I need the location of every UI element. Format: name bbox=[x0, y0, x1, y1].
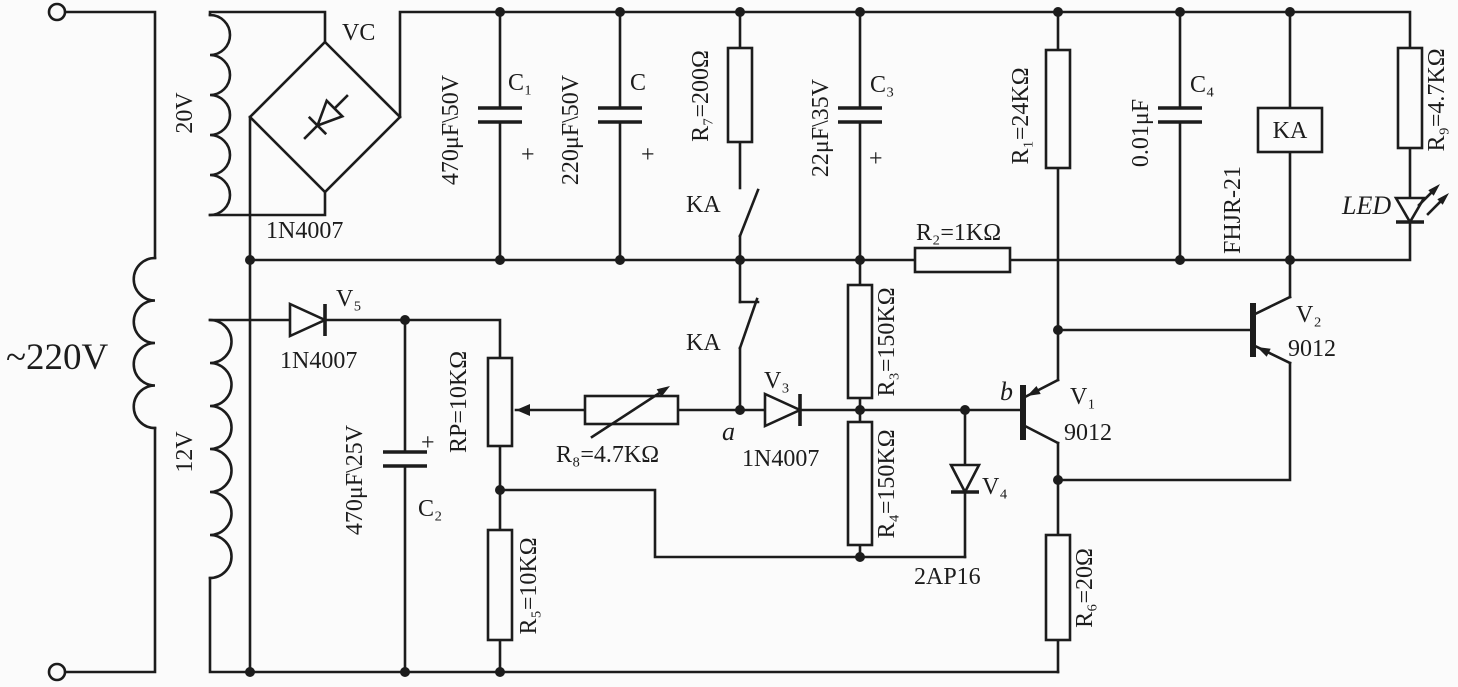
label-c2-name: C₂ bbox=[418, 496, 442, 522]
label-v4-name: V₄ bbox=[982, 474, 1008, 500]
label-c-value: 220μF\50V bbox=[558, 74, 584, 185]
diode-v4 bbox=[948, 463, 982, 495]
transistor-v2 bbox=[1250, 295, 1292, 365]
diode-v5 bbox=[288, 301, 329, 339]
capacitor-c bbox=[598, 106, 642, 124]
label-rp-value: RP=10KΩ bbox=[446, 351, 472, 453]
resistor-r5 bbox=[486, 528, 514, 642]
potentiometer-rp bbox=[486, 356, 530, 448]
label-v4-part: 2AP16 bbox=[914, 564, 981, 590]
label-ac-input: ~220V bbox=[6, 337, 109, 378]
diode-v3 bbox=[763, 391, 804, 429]
label-led: LED bbox=[1341, 191, 1391, 220]
label-c2-polarity: + bbox=[421, 430, 435, 456]
label-v3-part: 1N4007 bbox=[742, 446, 819, 472]
transformer-secondary-12v-coil bbox=[208, 318, 233, 580]
transformer-secondary-20v-coil bbox=[208, 13, 232, 217]
labels: ~220V 20V 12V VC 1N4007 C₁ 470μF\50V + C… bbox=[6, 20, 1450, 635]
relay-contact-nc bbox=[738, 297, 760, 350]
label-v1-name: V₁ bbox=[1070, 384, 1096, 410]
resistor-r4 bbox=[846, 420, 874, 547]
capacitor-c4 bbox=[1158, 106, 1202, 124]
junction-dots bbox=[245, 7, 1295, 677]
label-relay-part: FHJR-21 bbox=[1220, 166, 1246, 254]
label-bridge-name: VC bbox=[342, 20, 375, 46]
label-c4-value: 0.01μF bbox=[1128, 99, 1154, 167]
label-v2-part: 9012 bbox=[1288, 336, 1336, 362]
label-v5-part: 1N4007 bbox=[280, 348, 357, 374]
capacitor-c2 bbox=[383, 450, 427, 468]
resistor-r2 bbox=[913, 246, 1012, 274]
label-v3-name: V₃ bbox=[764, 368, 790, 394]
label-c3-value: 22μF\35V bbox=[808, 78, 834, 177]
label-node-a: a bbox=[722, 417, 735, 446]
label-v1-base: b bbox=[1000, 377, 1013, 406]
rheostat-r8 bbox=[583, 386, 680, 439]
label-r3-value: R₃=150KΩ bbox=[874, 287, 900, 396]
label-v2-name: V₂ bbox=[1296, 302, 1322, 328]
relay-contact-no bbox=[738, 188, 760, 238]
capacitor-c3 bbox=[838, 106, 882, 124]
label-winding-20v: 20V bbox=[172, 92, 198, 134]
resistor-r9 bbox=[1396, 46, 1424, 150]
label-r7-value: R₇=200Ω bbox=[688, 50, 714, 142]
label-c3-polarity: + bbox=[869, 146, 883, 172]
label-r8-value: R₈=4.7KΩ bbox=[556, 442, 659, 468]
label-c-polarity: + bbox=[641, 142, 655, 168]
resistor-r1 bbox=[1044, 48, 1072, 170]
wires bbox=[63, 10, 1412, 674]
label-relay-coil: KA bbox=[1273, 118, 1308, 144]
label-winding-12v: 12V bbox=[172, 431, 198, 473]
label-r5-value: R₅=10KΩ bbox=[516, 537, 542, 634]
transformer-primary-coil bbox=[132, 256, 157, 430]
label-c-name: C bbox=[630, 70, 646, 96]
relay-coil-ka bbox=[1256, 106, 1324, 154]
transistor-v1 bbox=[1020, 378, 1060, 445]
led bbox=[1393, 184, 1449, 225]
label-contact-upper: KA bbox=[686, 192, 721, 218]
label-r9-value: R₉=4.7KΩ bbox=[1424, 48, 1450, 151]
bridge-rectifier bbox=[248, 40, 402, 194]
label-r6-value: R₆=20Ω bbox=[1072, 548, 1098, 628]
label-c2-value: 470μF\25V bbox=[342, 424, 368, 535]
label-bridge-part: 1N4007 bbox=[266, 218, 343, 244]
capacitor-c1 bbox=[478, 106, 522, 124]
label-v1-part: 9012 bbox=[1064, 420, 1112, 446]
label-r2-value: R₂=1KΩ bbox=[916, 220, 1001, 246]
label-contact-lower: KA bbox=[686, 330, 721, 356]
label-v5-name: V₅ bbox=[336, 286, 362, 312]
label-c4-name: C₄ bbox=[1190, 72, 1214, 98]
resistor-r7 bbox=[726, 46, 754, 144]
resistor-r3 bbox=[846, 283, 874, 400]
ac-terminal-top bbox=[47, 2, 67, 22]
label-r1-value: R₁=24KΩ bbox=[1008, 67, 1034, 164]
ac-terminal-bottom bbox=[47, 662, 67, 682]
label-c1-value: 470μF\50V bbox=[438, 74, 464, 185]
label-r4-value: R₄=150KΩ bbox=[874, 429, 900, 538]
label-c1-name: C₁ bbox=[508, 70, 532, 96]
resistor-r6 bbox=[1044, 533, 1072, 642]
label-c1-polarity: + bbox=[521, 142, 535, 168]
label-c3-name: C₃ bbox=[870, 72, 894, 98]
